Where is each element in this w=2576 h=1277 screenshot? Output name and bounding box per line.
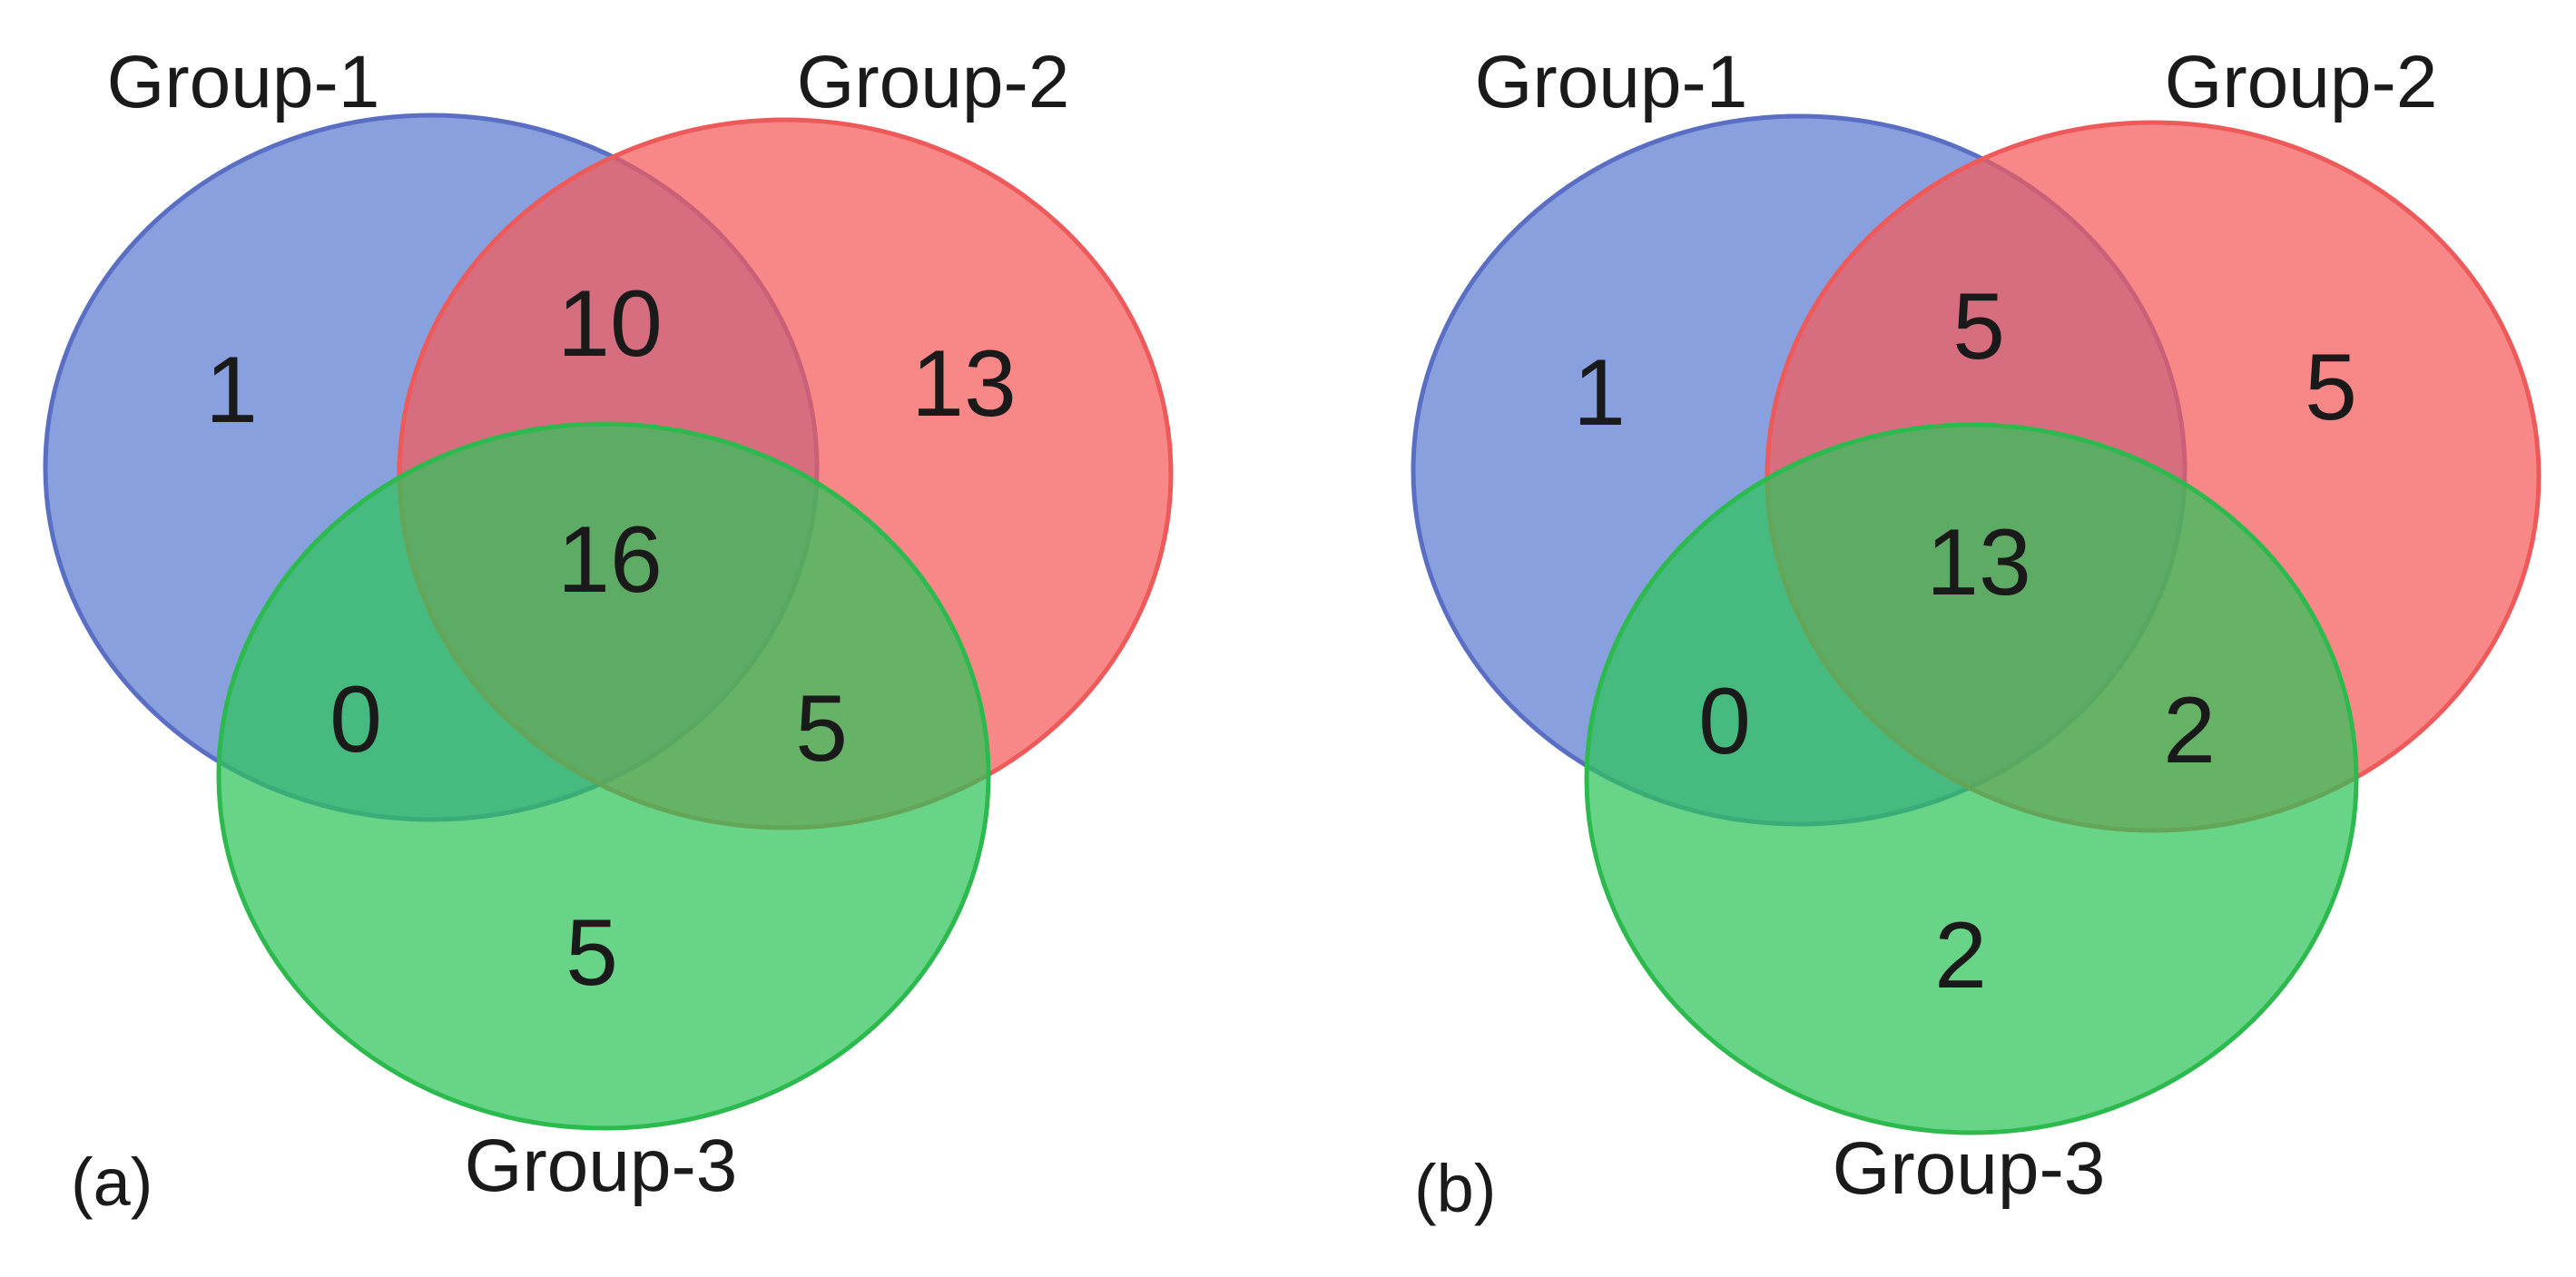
count-all-groups: 16: [557, 507, 663, 613]
group-2-label: Group-2: [797, 41, 1070, 123]
group-1-label: Group-1: [1475, 41, 1748, 123]
group-1-label: Group-1: [107, 41, 380, 123]
count-group-2-3: 5: [795, 676, 848, 781]
panel-tag-a: (a): [71, 1144, 152, 1220]
count-only-group-3: 5: [565, 900, 618, 1006]
count-all-groups: 13: [1926, 510, 2031, 615]
group-3-circle: [216, 421, 991, 1131]
count-group-2-3: 2: [2163, 678, 2216, 783]
panel-tag-b: (b): [1414, 1151, 1496, 1226]
count-group-1-2: 5: [1952, 274, 2005, 379]
count-only-group-1: 1: [205, 338, 258, 443]
count-group-1-3: 0: [329, 667, 382, 772]
group-3-label: Group-3: [1833, 1127, 2106, 1210]
group-3-label: Group-3: [465, 1125, 738, 1207]
venn-panel-a: Group-1 Group-2 Group-3 1 13 5 10 0 5 16…: [43, 41, 1174, 1220]
venn-panel-b: Group-1 Group-2 Group-3 1 5 2 5 0 2 13 (…: [1411, 41, 2542, 1226]
count-group-1-2: 10: [557, 271, 663, 377]
count-group-1-3: 0: [1698, 669, 1751, 774]
count-only-group-3: 2: [1934, 903, 1987, 1008]
count-only-group-2: 5: [2305, 335, 2357, 440]
group-3-circle: [1584, 422, 2359, 1135]
count-only-group-2: 13: [911, 331, 1017, 437]
group-2-label: Group-2: [2165, 41, 2438, 123]
count-only-group-1: 1: [1573, 340, 1626, 446]
